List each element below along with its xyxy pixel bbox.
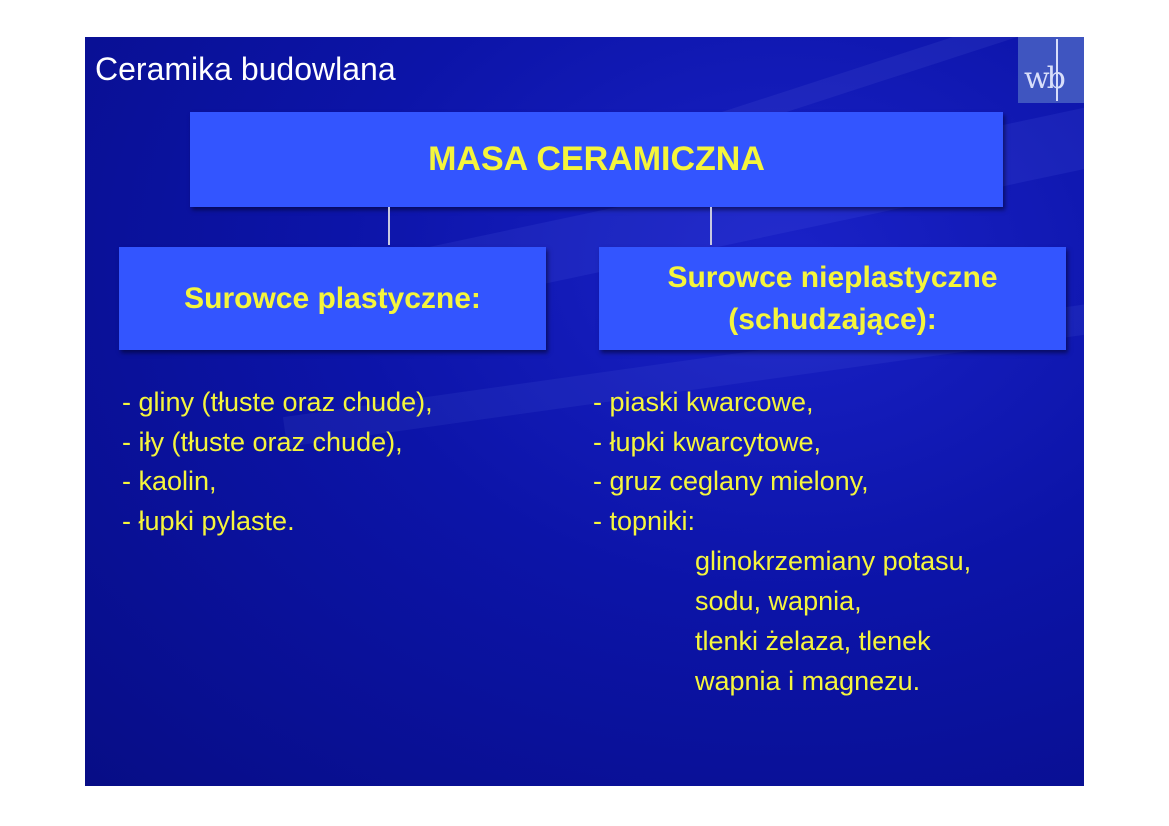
list-item: - łupki kwarcytowe, xyxy=(593,426,822,457)
nonplastic-materials-sublabel: (schudzające): xyxy=(728,302,937,336)
logo-text: wb xyxy=(1024,61,1066,96)
plastic-materials-box: Surowce plastyczne: xyxy=(119,247,546,350)
plastic-materials-label: Surowce plastyczne: xyxy=(184,281,481,315)
logo-divider xyxy=(1056,39,1058,101)
list-item: sodu, wapnia, xyxy=(695,586,862,616)
list-item: - gliny (tłuste oraz chude), xyxy=(122,387,433,417)
list-item: - łupki pylaste. xyxy=(122,505,295,536)
nonplastic-materials-box: Surowce nieplastyczne (schudzające): xyxy=(599,247,1066,350)
list-item: wapnia i magnezu. xyxy=(695,666,921,696)
list-item: glinokrzemiany potasu, xyxy=(695,546,972,576)
connector-right xyxy=(710,207,712,245)
list-item: - topniki: xyxy=(593,505,696,536)
nonplastic-materials-list: - piaski kwarcowe, - łupki kwarcytowe, -… xyxy=(593,383,869,541)
main-box-label: MASA CERAMICZNA xyxy=(428,140,765,178)
plastic-materials-list: - gliny (tłuste oraz chude), - iły (tłus… xyxy=(122,383,433,541)
list-item: - gruz ceglany mielony, xyxy=(593,466,869,496)
slide: Ceramika budowlana wb MASA CERAMICZNA Su… xyxy=(85,37,1084,786)
slide-title: Ceramika budowlana xyxy=(95,51,396,87)
connector-left xyxy=(388,207,390,245)
list-item: - piaski kwarcowe, xyxy=(593,387,814,417)
topniki-sublist: glinokrzemiany potasu, sodu, wapnia, tle… xyxy=(695,541,971,701)
nonplastic-materials-label: Surowce nieplastyczne xyxy=(667,260,998,294)
list-item: - kaolin, xyxy=(122,466,217,496)
list-item: - iły (tłuste oraz chude), xyxy=(122,426,403,457)
list-item: tlenki żelaza, tlenek xyxy=(695,626,931,656)
wb-logo: wb xyxy=(1018,37,1084,103)
main-box: MASA CERAMICZNA xyxy=(190,112,1003,207)
